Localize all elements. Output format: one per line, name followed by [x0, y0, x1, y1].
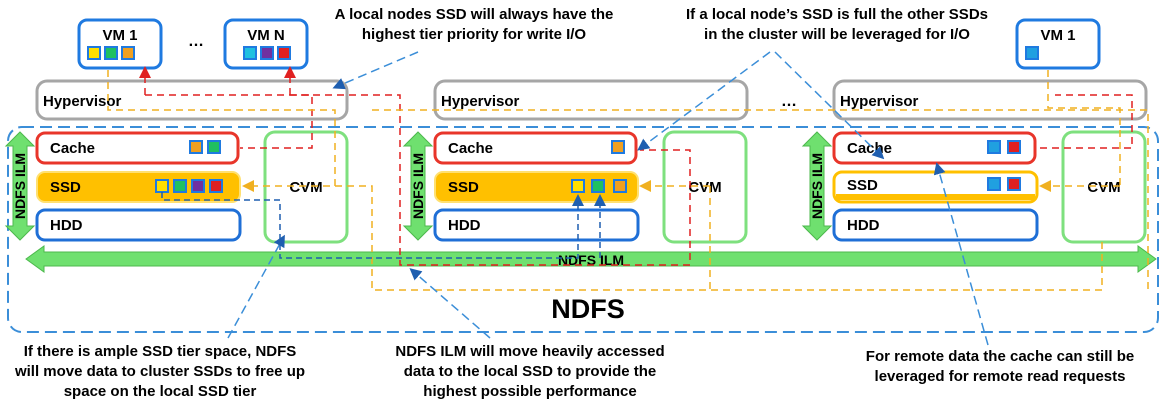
- callout-line: leveraged for remote read requests: [875, 368, 1126, 385]
- callout-top-left: A local nodes SSD will always have the h…: [335, 6, 614, 43]
- callout-line: NDFS ILM will move heavily accessed: [395, 343, 664, 360]
- ssd-label: SSD: [847, 177, 878, 194]
- read-io-paths: [107, 70, 1149, 291]
- hypervisor-box[interactable]: [35, 79, 349, 121]
- cache-block: [987, 140, 1001, 154]
- ssd-fill-bar: [836, 194, 1035, 200]
- callout-line: If there is ample SSD tier space, NDFS: [24, 343, 297, 360]
- cvm-label: CVM: [1087, 179, 1120, 196]
- ssd-block: [209, 179, 223, 193]
- vm-label: VM 1: [1040, 27, 1075, 44]
- vm-data-blocks: [87, 46, 135, 60]
- ndfs-ilm-center-label: NDFS ILM: [558, 252, 624, 268]
- ssd-label: SSD: [50, 179, 81, 196]
- cache-label: Cache: [50, 140, 95, 157]
- ilm-migration-paths: [161, 192, 606, 259]
- write-io-paths: [139, 66, 1133, 266]
- ndfs-ilm-vertical-label: NDFS ILM: [410, 153, 426, 219]
- node-2: Hypervisor Cache SSD HDD CVM NDFS ILM: [402, 79, 749, 244]
- ndfs-ilm-horizontal-arrow: [25, 245, 1157, 273]
- callout-line: For remote data the cache can still be: [866, 348, 1134, 365]
- callout-line: If a local node’s SSD is full the other …: [686, 6, 988, 23]
- hdd-label: HDD: [448, 217, 481, 234]
- vm-ellipsis: …: [188, 33, 204, 50]
- ndfs-ilm-vertical-label: NDFS ILM: [12, 153, 28, 219]
- ssd-tier[interactable]: [434, 171, 639, 203]
- ssd-block: [613, 179, 627, 193]
- cache-block: [611, 140, 625, 154]
- vm-data-block: [1025, 46, 1039, 60]
- hdd-label: HDD: [847, 217, 880, 234]
- cache-label: Cache: [448, 140, 493, 157]
- ssd-tier[interactable]: [36, 171, 241, 203]
- callout-bottom-right: For remote data the cache can still be l…: [866, 348, 1134, 385]
- hypervisor-label: Hypervisor: [43, 93, 122, 110]
- callout-line: data to the local SSD to provide the: [404, 363, 657, 380]
- callout-line: A local nodes SSD will always have the: [335, 6, 614, 23]
- callout-leaders: [227, 51, 989, 346]
- callout-bottom-left: If there is ample SSD tier space, NDFS w…: [14, 343, 305, 400]
- vm-label: VM 1: [102, 27, 137, 44]
- callout-line: will move data to cluster SSDs to free u…: [14, 363, 305, 380]
- cache-block: [189, 140, 203, 154]
- ilm-vertical-arrow: [402, 131, 434, 241]
- callout-line: highest possible performance: [423, 383, 636, 400]
- hypervisor-label: Hypervisor: [441, 93, 520, 110]
- ilm-vertical-arrow: [4, 131, 36, 241]
- cache-tier[interactable]: [433, 131, 638, 165]
- ssd-block: [1007, 177, 1021, 191]
- cache-label: Cache: [847, 140, 892, 157]
- hdd-tier[interactable]: [832, 208, 1039, 242]
- hypervisor-label: Hypervisor: [840, 93, 919, 110]
- ssd-block: [191, 179, 205, 193]
- node-1: VM 1 … VM N Hypervisor Cache SSD HDD CVM: [4, 18, 349, 244]
- ssd-block: [591, 179, 605, 193]
- hdd-tier[interactable]: [433, 208, 640, 242]
- hdd-tier[interactable]: [35, 208, 242, 242]
- ssd-block: [173, 179, 187, 193]
- cvm-box[interactable]: [263, 130, 349, 244]
- cache-tier[interactable]: [35, 131, 240, 165]
- callout-top-right: If a local node’s SSD is full the other …: [686, 6, 988, 43]
- callout-line: space on the local SSD tier: [64, 383, 257, 400]
- ndfs-ilm-vertical-label: NDFS ILM: [809, 153, 825, 219]
- vm-label: VM N: [247, 27, 285, 44]
- node-ellipsis: …: [781, 93, 797, 110]
- ilm-vertical-arrow: [801, 131, 833, 241]
- callout-line: highest tier priority for write I/O: [362, 26, 587, 43]
- cvm-box[interactable]: [1061, 130, 1147, 244]
- ssd-block: [571, 179, 585, 193]
- ndfs-label: NDFS: [551, 294, 625, 324]
- cache-block: [1007, 140, 1021, 154]
- ndfs-cluster-boundary: [7, 126, 1159, 333]
- cvm-label: CVM: [289, 179, 322, 196]
- cache-block: [207, 140, 221, 154]
- callout-line: in the cluster will be leveraged for I/O: [704, 26, 970, 43]
- hypervisor-box[interactable]: [433, 79, 749, 121]
- ssd-block: [155, 179, 169, 193]
- cvm-label: CVM: [688, 179, 721, 196]
- cvm-box[interactable]: [662, 130, 748, 244]
- hdd-label: HDD: [50, 217, 83, 234]
- ssd-label: SSD: [448, 179, 479, 196]
- ssd-block: [987, 177, 1001, 191]
- callout-bottom-middle: NDFS ILM will move heavily accessed data…: [395, 343, 664, 400]
- vm-data-blocks: [243, 46, 291, 60]
- node-3: VM 1 Hypervisor Cache SSD HDD CVM NDFS I…: [801, 18, 1148, 244]
